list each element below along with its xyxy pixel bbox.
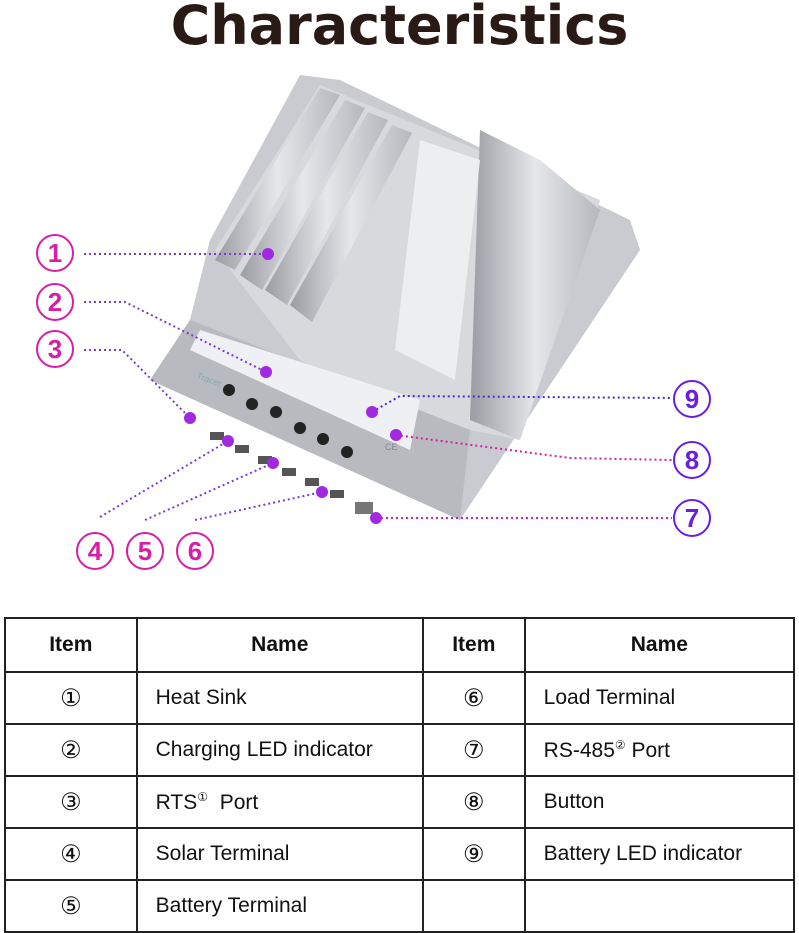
callout-5: 5 (126, 532, 164, 570)
page-title: Characteristics (170, 0, 629, 57)
callout-7: 7 (673, 499, 711, 537)
item-name: Battery Terminal (135, 879, 424, 933)
controller-body: Tracer CE (150, 75, 640, 520)
item-name: Button (523, 775, 796, 829)
item-name (523, 879, 796, 933)
callout-4: 4 (76, 532, 114, 570)
charge-controller-illustration: Tracer CE (84, 75, 673, 524)
table-header-row: Item Name Item Name (4, 617, 796, 673)
item-number: ⑥ (421, 671, 526, 725)
item-name: Heat Sink (135, 671, 424, 725)
item-name: Charging LED indicator (135, 723, 424, 777)
callout-1: 1 (36, 234, 74, 272)
callout-2: 2 (36, 283, 74, 321)
table-row: ③ RTS① Port ⑧ Button (4, 775, 796, 829)
table-row: ② Charging LED indicator ⑦ RS-485② Port (4, 723, 796, 777)
name-text: Port (625, 738, 670, 762)
name-text: RS-485 (543, 738, 615, 762)
footnote-mark: ① (197, 789, 209, 804)
callout-lines (84, 253, 673, 521)
panel-buttons (223, 384, 353, 458)
header-name: Name (135, 617, 424, 673)
header-item: Item (421, 617, 526, 673)
item-number: ⑦ (421, 723, 526, 777)
callout-3: 3 (36, 330, 74, 368)
item-name: Battery LED indicator (523, 827, 796, 881)
heat-sink-fins (215, 88, 600, 440)
item-number: ③ (4, 775, 138, 829)
item-number: ② (4, 723, 138, 777)
footnote-mark: ② (614, 737, 626, 752)
item-name: Solar Terminal (135, 827, 424, 881)
callout-8: 8 (673, 441, 711, 479)
table-row: ① Heat Sink ⑥ Load Terminal (4, 671, 796, 725)
name-text: RTS (155, 790, 198, 814)
item-number (421, 879, 526, 933)
front-panel (190, 330, 420, 450)
item-name: RS-485② Port (523, 723, 796, 777)
rs485-port (355, 502, 373, 514)
header-name: Name (523, 617, 796, 673)
item-number: ① (4, 671, 138, 725)
terminals (210, 432, 373, 514)
item-name: Load Terminal (523, 671, 796, 725)
table-row: ⑤ Battery Terminal (4, 879, 796, 933)
item-number: ④ (4, 827, 138, 881)
callout-6: 6 (176, 532, 214, 570)
ce-mark: CE (385, 442, 398, 452)
item-number: ⑨ (421, 827, 526, 881)
callout-9: 9 (673, 380, 711, 418)
name-text: Port (208, 790, 259, 814)
header-item: Item (4, 617, 138, 673)
item-number: ⑧ (421, 775, 526, 829)
characteristics-table: Item Name Item Name ① Heat Sink ⑥ Load T… (4, 617, 796, 933)
item-number: ⑤ (4, 879, 138, 933)
table-row: ④ Solar Terminal ⑨ Battery LED indicator (4, 827, 796, 881)
item-name: RTS① Port (135, 775, 424, 829)
callout-dots (184, 248, 402, 524)
